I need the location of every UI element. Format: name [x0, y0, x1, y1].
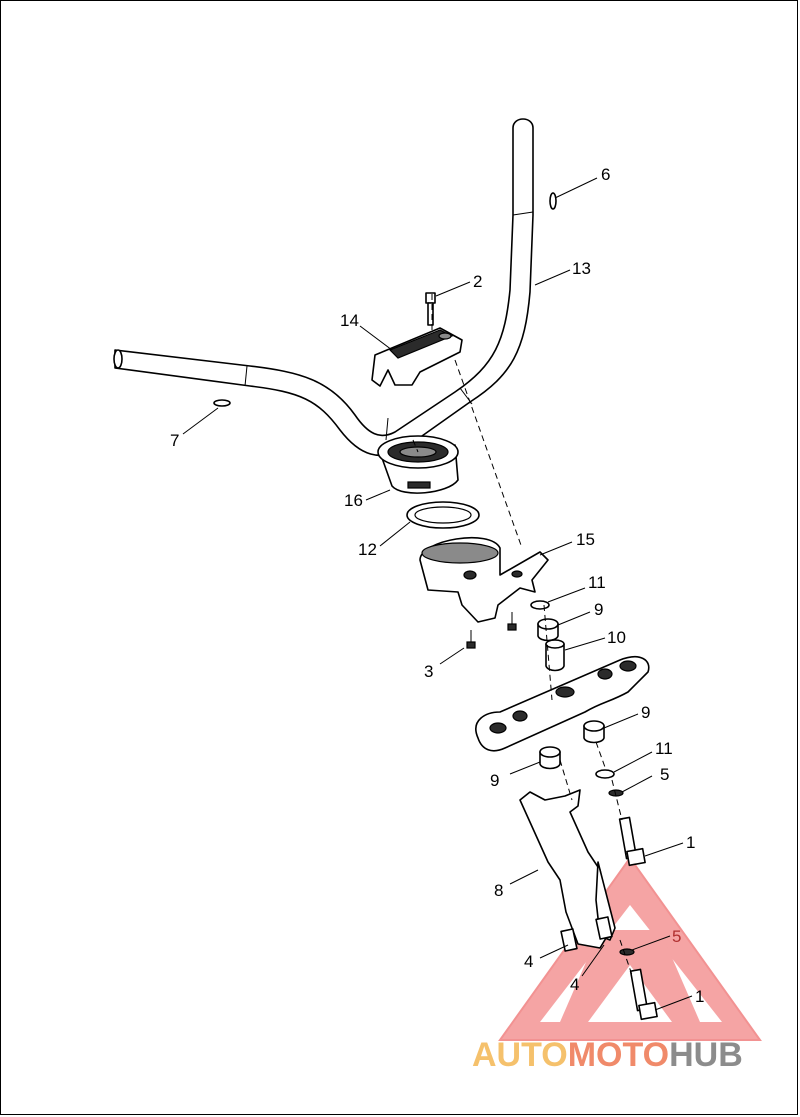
- mounting-bracket: [519, 789, 616, 952]
- lock-washer-upper: [608, 789, 624, 797]
- callout-15: 15: [576, 530, 595, 549]
- washer-lower: [595, 769, 615, 779]
- spacer-sleeve: [545, 639, 565, 672]
- ring-clip-upper: [549, 192, 557, 210]
- riser-housing: [419, 536, 549, 623]
- callout-labels: 6 13 2 14 7 16 12 15 11 9 10 3 9 11 5 9 …: [170, 165, 704, 1006]
- callout-6: 6: [601, 165, 610, 184]
- callout-9-right: 9: [641, 703, 650, 722]
- top-clamp-plate: [475, 656, 650, 752]
- seal-ring: [406, 501, 480, 529]
- gauge-cup: [377, 435, 459, 494]
- washer-upper: [530, 600, 550, 610]
- lock-washer-lower: [619, 948, 635, 956]
- watermark-moto: MOTO: [568, 1036, 669, 1074]
- callout-4-right: 4: [570, 975, 579, 994]
- callout-2: 2: [473, 272, 482, 291]
- callout-5-upper: 5: [660, 765, 669, 784]
- ring-clip-lower: [213, 399, 231, 407]
- callout-13: 13: [572, 259, 591, 278]
- bushing-upper: [537, 618, 559, 642]
- screw-short-left: [466, 630, 476, 649]
- clamp-screw: [425, 292, 436, 326]
- callout-14: 14: [340, 311, 359, 330]
- assembly-lines: [412, 292, 633, 976]
- bolt-lower: [629, 968, 658, 1021]
- callout-1-upper: 1: [686, 833, 695, 852]
- handlebar-clamp: [371, 327, 463, 387]
- callout-5-lower: 5: [672, 927, 681, 946]
- callout-16: 16: [344, 491, 363, 510]
- screw-short-right: [507, 612, 517, 631]
- callout-3: 3: [424, 662, 433, 681]
- callout-4-left: 4: [524, 952, 533, 971]
- callout-9-upper: 9: [594, 600, 603, 619]
- bushing-left: [539, 746, 561, 770]
- watermark-text: AUTOMOTOHUB: [472, 1036, 743, 1074]
- callout-10: 10: [607, 628, 626, 647]
- callout-8: 8: [494, 881, 503, 900]
- leader-lines: [182, 177, 693, 1011]
- callout-7: 7: [170, 431, 179, 450]
- svg-text:AUTOMOTOHUB: AUTOMOTOHUB: [472, 1036, 743, 1074]
- callout-11-lower: 11: [655, 739, 673, 758]
- bolt-upper: [618, 816, 646, 867]
- callout-9-left: 9: [490, 771, 499, 790]
- bushing-right: [583, 720, 605, 744]
- callout-11-upper: 11: [588, 573, 606, 592]
- watermark-auto: AUTO: [472, 1036, 568, 1074]
- handlebar: [113, 118, 534, 456]
- callout-1-lower: 1: [695, 987, 704, 1006]
- watermark-hub: HUB: [669, 1036, 743, 1074]
- callout-12: 12: [358, 540, 377, 559]
